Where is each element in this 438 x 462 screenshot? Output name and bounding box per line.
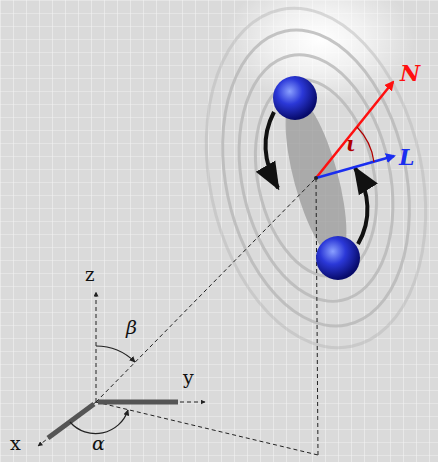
angle-label: ι [346, 134, 356, 154]
vector-label: L [399, 146, 414, 168]
angle-label: α [92, 434, 105, 453]
axis-label: y [183, 368, 194, 387]
axis-label: z [85, 266, 94, 284]
angle-label: β [126, 318, 137, 337]
axis-label: x [10, 434, 21, 453]
vector-label: N [400, 62, 420, 84]
